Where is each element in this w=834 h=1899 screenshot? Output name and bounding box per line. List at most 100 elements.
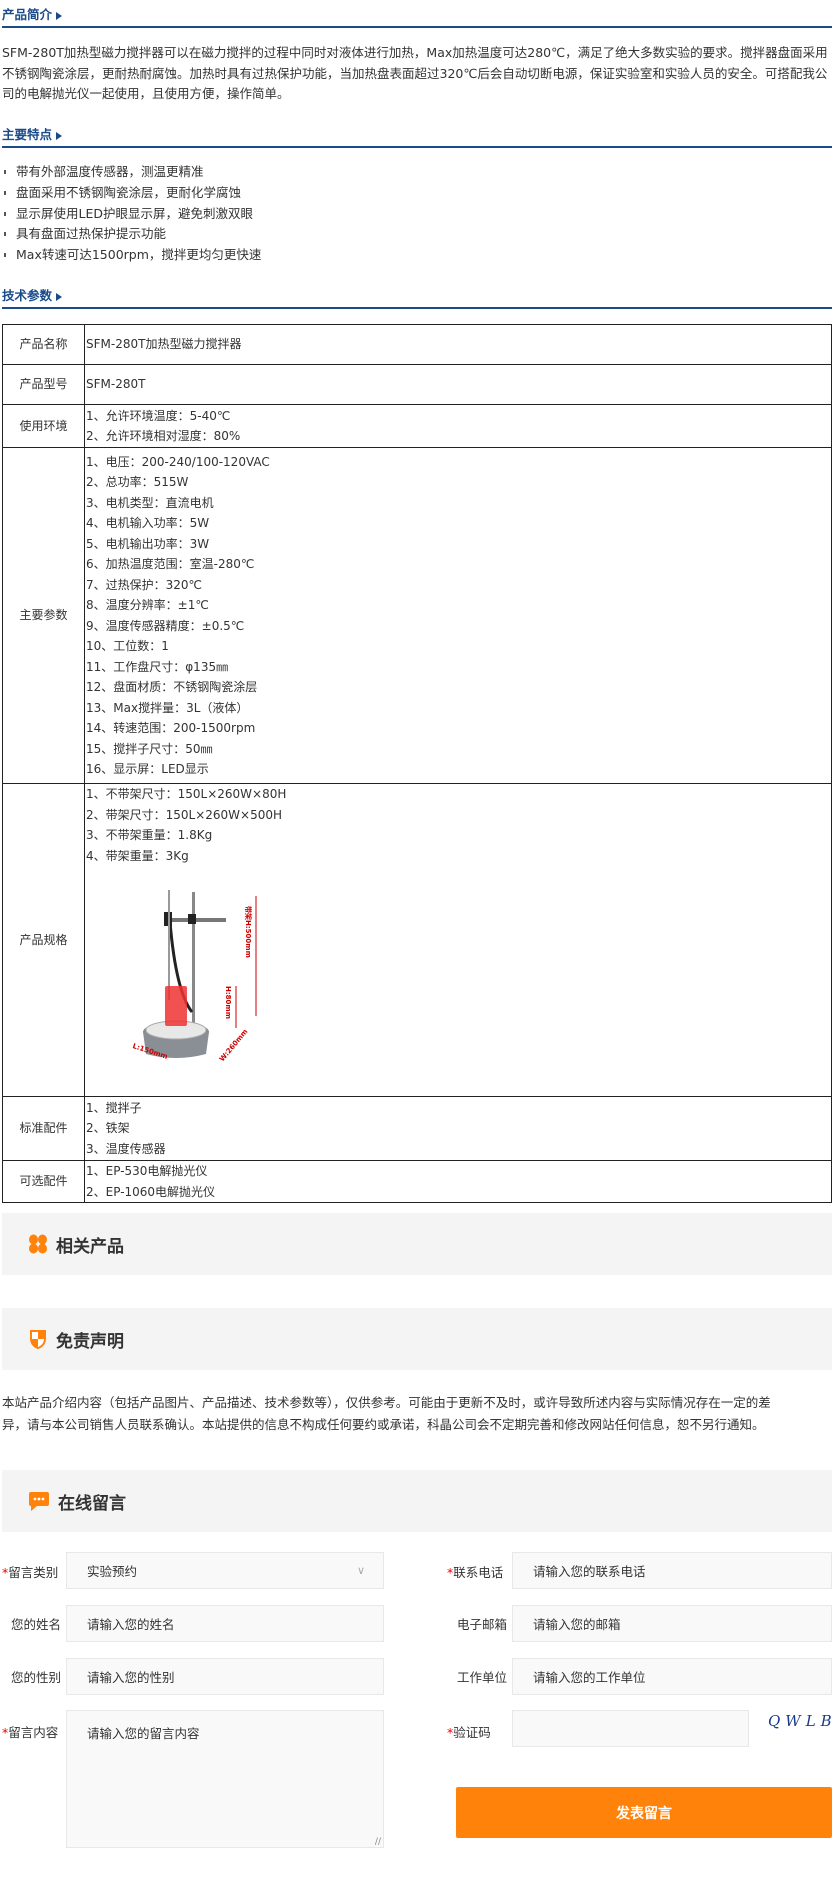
spec-key: 主要参数	[2, 447, 85, 784]
chat-bubble-icon	[29, 1492, 49, 1511]
company-label: 工作单位	[457, 1670, 508, 1685]
section-title: 主要特点	[2, 127, 53, 142]
stirrer-illustration	[143, 890, 257, 1058]
email-label: 电子邮箱	[457, 1617, 508, 1632]
section-title: 免责声明	[56, 1331, 124, 1352]
placeholder: 请输入您的姓名	[87, 1617, 175, 1632]
content-textarea[interactable]: 请输入您的留言内容 ∕∕	[66, 1710, 384, 1848]
spec-line: 3、不带架重量：1.8Kg	[86, 828, 213, 842]
label-text: 留言类别	[8, 1565, 59, 1580]
section-header-features: 主要特点	[2, 124, 832, 148]
spec-value: 1、电压：200-240/100-120VAC 2、总功率：515W 3、电机类型：…	[84, 447, 832, 784]
spec-line: 2、总功率：515W	[86, 475, 189, 489]
spec-key: 产品名称	[2, 324, 85, 365]
spec-line: 10、工位数：1	[86, 639, 169, 653]
disclaimer-header: 免责声明	[2, 1308, 832, 1370]
triangle-right-icon	[56, 11, 63, 20]
select-value: 实验预约	[87, 1564, 138, 1579]
content-label: *留言内容	[2, 1722, 58, 1741]
related-products-header: 相关产品	[2, 1213, 832, 1275]
spec-line: 1、搅拌子	[86, 1100, 142, 1115]
spec-line: 3、电机类型：直流电机	[86, 495, 214, 510]
captcha-input[interactable]	[512, 1710, 749, 1747]
placeholder: 请输入您的工作单位	[533, 1670, 646, 1685]
spec-line: 2、铁架	[86, 1121, 130, 1136]
required-mark: *	[2, 1565, 9, 1580]
required-mark: *	[447, 1565, 454, 1580]
spec-key: 标准配件	[2, 1096, 85, 1161]
dimension-label: 带架H:500mm	[244, 906, 252, 958]
online-message-header: 在线留言	[2, 1470, 832, 1532]
section-title: 相关产品	[56, 1236, 124, 1257]
captcha-image[interactable]: QWLB	[768, 1712, 834, 1730]
section-title: 技术参数	[2, 288, 53, 303]
list-item: 带有外部温度传感器，测温更精准	[2, 162, 261, 183]
placeholder: 请输入您的留言内容	[87, 1726, 200, 1741]
section-title: 产品简介	[2, 7, 53, 22]
spec-line: SFM-280T	[86, 377, 146, 392]
required-mark: *	[2, 1725, 9, 1740]
spec-line: 6、加热温度范围：室温-280℃	[86, 557, 255, 571]
list-item: 具有盘面过热保护提示功能	[2, 224, 261, 245]
triangle-right-icon	[56, 292, 63, 301]
section-title: 在线留言	[58, 1493, 126, 1514]
phone-label: *联系电话	[447, 1562, 503, 1581]
spec-line: 7、过热保护：320℃	[86, 577, 203, 592]
spec-line: 8、温度分辨率：±1℃	[86, 598, 209, 612]
label-text: 留言内容	[8, 1725, 59, 1740]
company-input[interactable]: 请输入您的工作单位	[512, 1658, 832, 1695]
shield-icon	[30, 1330, 46, 1349]
spec-value: SFM-280T	[84, 364, 832, 405]
spec-line: 9、温度传感器精度：±0.5℃	[86, 618, 245, 633]
spec-key: 使用环境	[2, 404, 85, 448]
list-item: Max转速可达1500rpm，搅拌更均匀更快速	[2, 245, 261, 266]
name-label: 您的姓名	[11, 1617, 62, 1632]
phone-input[interactable]: 请输入您的联系电话	[512, 1552, 832, 1589]
category-select[interactable]: 实验预约 ∨	[66, 1552, 384, 1589]
spec-line: 14、转速范围：200-1500rpm	[86, 721, 256, 735]
placeholder: 请输入您的邮箱	[533, 1617, 621, 1632]
label-text: 验证码	[453, 1725, 491, 1740]
spec-line: 1、电压：200-240/100-120VAC	[86, 454, 270, 469]
gender-label: 您的性别	[11, 1670, 62, 1685]
spec-value: SFM-280T加热型磁力搅拌器	[84, 324, 832, 365]
clover-icon	[29, 1234, 47, 1254]
spec-line: 2、带架尺寸：150L×260W×500H	[86, 807, 283, 822]
spec-key: 产品型号	[2, 364, 85, 405]
spec-line: 2、EP-1060电解抛光仪	[86, 1184, 216, 1199]
name-input[interactable]: 请输入您的姓名	[66, 1605, 384, 1642]
dimension-label: H:80mm	[224, 986, 232, 1019]
section-header-specs: 技术参数	[2, 285, 832, 309]
required-mark: *	[447, 1725, 454, 1740]
triangle-right-icon	[56, 131, 63, 140]
chevron-down-icon: ∨	[356, 1564, 365, 1577]
email-input[interactable]: 请输入您的邮箱	[512, 1605, 832, 1642]
spec-key: 可选配件	[2, 1160, 85, 1203]
spec-line: 4、带架重量：3Kg	[86, 848, 189, 863]
submit-button[interactable]: 发表留言	[456, 1787, 832, 1838]
spec-line: 12、盘面材质：不锈钢陶瓷涂层	[86, 680, 258, 694]
spec-key: 产品规格	[2, 783, 85, 1097]
spec-line: SFM-280T加热型磁力搅拌器	[86, 337, 242, 352]
list-item: 盘面采用不锈钢陶瓷涂层，更耐化学腐蚀	[2, 183, 261, 204]
spec-line: 1、不带架尺寸：150L×260W×80H	[86, 787, 287, 801]
spec-line: 2、允许环境相对湿度：80%	[86, 429, 241, 443]
spec-line: 3、温度传感器	[86, 1141, 166, 1156]
spec-value: 1、不带架尺寸：150L×260W×80H 2、带架尺寸：150L×260W×50…	[84, 783, 832, 1097]
spec-line: 15、搅拌子尺寸：50㎜	[86, 741, 213, 756]
spec-line: 13、Max搅拌量：3L（液体）	[86, 700, 249, 715]
intro-text: SFM-280T加热型磁力搅拌器可以在磁力搅拌的过程中同时对液体进行加热，Max…	[2, 45, 828, 101]
feature-list: 带有外部温度传感器，测温更精准 盘面采用不锈钢陶瓷涂层，更耐化学腐蚀 显示屏使用…	[2, 162, 261, 266]
gender-input[interactable]: 请输入您的性别	[66, 1658, 384, 1695]
resize-handle-icon[interactable]: ∕∕	[374, 1837, 381, 1847]
captcha-label: *验证码	[447, 1722, 491, 1741]
